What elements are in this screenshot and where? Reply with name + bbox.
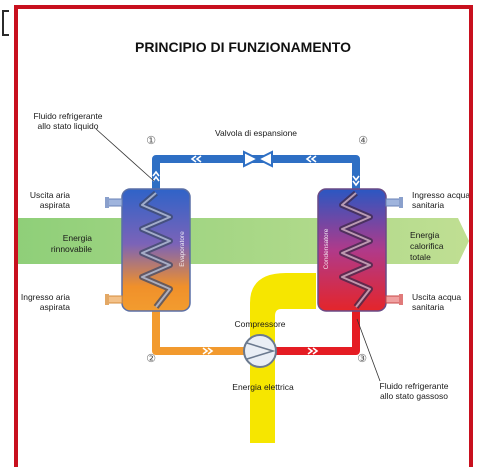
water-out-port: [385, 294, 403, 305]
air-in-port: [105, 294, 123, 305]
renewable-energy-label-line2: rinnovabile: [51, 244, 92, 254]
evaporator-label: Evaporatore: [179, 231, 186, 267]
water-in-label-line1: Ingresso acqua: [412, 190, 469, 200]
fluid-gas-label-line1: Fluido refrigerante: [380, 381, 449, 391]
compressor: [243, 334, 277, 368]
pipe-blue-top: [152, 155, 360, 192]
fluid-liquid-label-line2: allo stato liquido: [38, 121, 99, 131]
electric-energy-arrow: [250, 273, 316, 443]
pipe-orange-bottom: [152, 309, 246, 355]
compressor-label: Compressore: [234, 319, 285, 329]
water-out-label-line1: Uscita acqua: [412, 292, 461, 302]
renewable-energy-label-line1: Energia: [63, 233, 93, 243]
air-in-label-line1: Ingresso aria: [21, 292, 70, 302]
air-out-port: [105, 197, 123, 208]
evaporator-coil-highlight: [141, 192, 171, 308]
step-marker-3: ③: [357, 353, 367, 365]
edge-mark: [0, 0, 14, 40]
water-out-label-line2: sanitaria: [412, 302, 444, 312]
step-marker-2: ②: [146, 353, 156, 365]
diagram-title: PRINCIPIO DI FUNZIONAMENTO: [135, 39, 351, 55]
pipe-red-bottom: [275, 309, 360, 355]
air-out-label-line1: Uscita aria: [30, 190, 70, 200]
leader-lines: [95, 128, 381, 382]
step-marker-4: ④: [358, 135, 368, 147]
water-in-port: [385, 197, 403, 208]
condenser-coil-highlight: [341, 192, 371, 308]
heat-pump-diagram: PRINCIPIO DI FUNZIONAMENTO: [18, 39, 470, 443]
total-heat-label-line2: calorifica: [410, 241, 444, 251]
step-marker-1: ①: [146, 135, 156, 147]
expansion-valve-label: Valvola di espansione: [215, 128, 297, 138]
fluid-liquid-label-line1: Fluido refrigerante: [34, 111, 103, 121]
total-heat-label-line3: totale: [410, 252, 431, 262]
flow-chevrons: [152, 155, 360, 355]
expansion-valve: [243, 150, 273, 168]
air-in-label-line2: aspirata: [40, 302, 71, 312]
fluid-gas-label-line2: allo stato gassoso: [380, 391, 448, 401]
diagram-frame: PRINCIPIO DI FUNZIONAMENTO: [14, 5, 473, 467]
condenser-label: Condensatore: [323, 228, 330, 269]
air-out-label-line2: aspirata: [40, 200, 71, 210]
electric-energy-label: Energia elettrica: [232, 382, 294, 392]
water-in-label-line2: sanitaria: [412, 200, 444, 210]
total-heat-label-line1: Energia: [410, 230, 440, 240]
